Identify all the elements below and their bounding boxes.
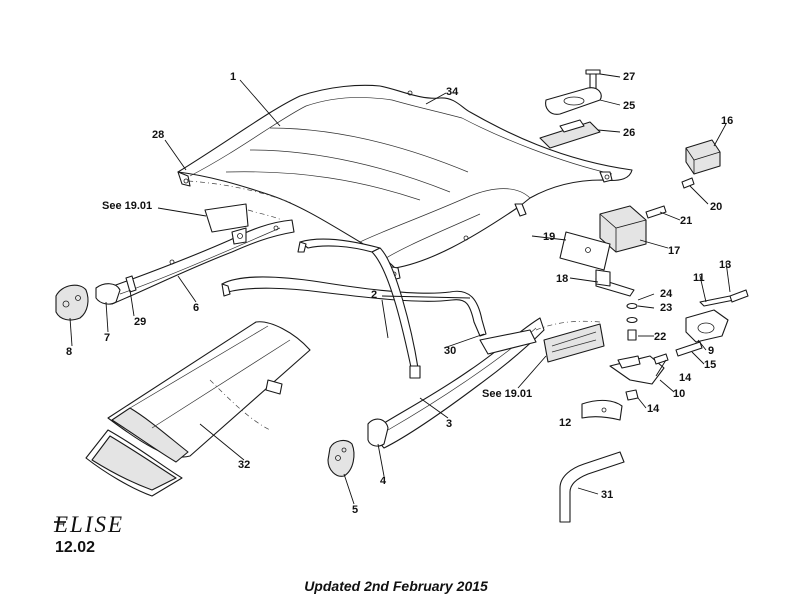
callout-22: 22 [654,331,666,343]
callout-14b: 14 [647,403,660,415]
callout-5: 5 [352,504,358,516]
logo-wordmark: ELISE [53,512,124,537]
updated-date-footer: Updated 2nd February 2015 [304,578,488,594]
reference-see-19-01-right: See 19.01 [482,388,532,400]
block-17 [599,205,667,253]
catch-18 [595,269,638,341]
callout-26: 26 [623,127,635,139]
callout-3: 3 [446,418,452,430]
callout-10: 10 [673,388,685,400]
callout-14a: 14 [679,372,692,384]
roof-panel [177,84,633,281]
reference-see-19-01-left: See 19.01 [102,200,152,212]
callout-15: 15 [704,359,716,371]
callout-7: 7 [104,332,110,344]
callout-19: 19 [543,231,555,243]
left-side-rail [95,203,295,305]
callout-1: 1 [230,71,236,83]
bracket-16 [681,139,721,189]
leader-lines [69,73,731,505]
callout-28: 28 [152,129,164,141]
callout-4: 4 [380,475,387,487]
callout-18: 18 [556,273,568,285]
callout-31: 31 [601,489,613,501]
callout-2: 2 [371,289,377,301]
callout-27: 27 [623,71,635,83]
callout-30: 30 [444,345,456,357]
callout-13: 13 [719,259,731,271]
end-cap-left [55,284,89,321]
right-side-rail [367,317,605,449]
hinge-assembly [675,289,749,357]
callout-16: 16 [721,115,733,127]
rod-31 [559,451,625,523]
callout-34: 34 [446,86,459,98]
page-number: 12.02 [55,539,95,556]
plate-19 [559,231,611,271]
bracket-10 [609,353,669,401]
callout-25: 25 [623,100,635,112]
callout-32: 32 [238,459,250,471]
end-cap-right [327,439,355,477]
callout-9: 9 [708,345,714,357]
model-logo: ELISE [53,512,124,537]
callout-29: 29 [134,316,146,328]
callout-labels: 1 2 3 4 5 6 7 8 9 10 11 12 13 14 14 15 1… [66,71,733,516]
latch-plate-assembly [539,69,602,149]
stowage-cover [85,321,311,497]
callout-23: 23 [660,302,672,314]
hoop-frame [221,238,487,379]
callout-8: 8 [66,346,72,358]
plate-12 [581,399,623,421]
callout-12: 12 [559,417,571,429]
callout-24: 24 [660,288,673,300]
callout-6: 6 [193,302,199,314]
callout-11: 11 [693,272,705,284]
callout-20: 20 [710,201,722,213]
callout-17: 17 [668,245,680,257]
callout-21: 21 [680,215,692,227]
